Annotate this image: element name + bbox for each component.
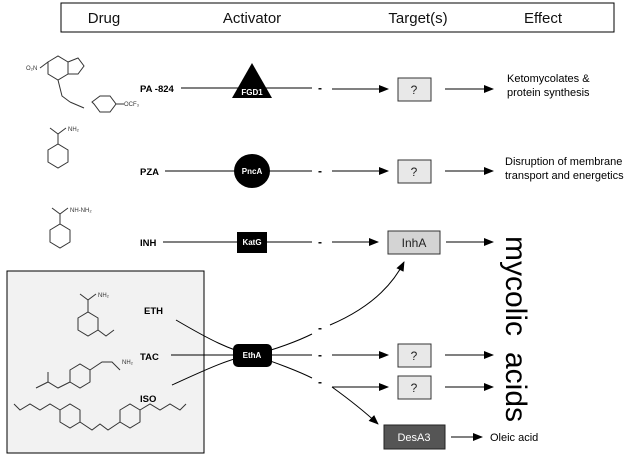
tac-structure: NH₂ [35,360,134,389]
pza-target-label: ? [411,165,418,179]
fgd1-activator-shape [232,63,272,98]
mycolic-label-line1: mycolic [499,236,532,336]
pa824-dash: - [318,81,322,95]
etha-target-box-2 [397,375,432,400]
pza-effect-line2: transport and energetics [505,170,624,182]
pnca-activator-shape [234,154,270,188]
pza-nh2-label: NH₂ [68,127,80,133]
drug-label-pza: PZA [140,167,159,178]
etha-target-box-1 [397,343,432,368]
pa824-target-box [397,77,432,102]
inh-dash: - [318,235,322,249]
eth-nh2-label: NH₂ [98,293,110,299]
etha-dash-middle: - [318,348,322,362]
desa3-label: DesA3 [397,432,430,444]
pza-effect-line1: Disruption of membrane [505,156,622,168]
drug-label-eth: ETH [144,306,163,317]
etha-dash-lower: - [318,375,322,389]
pa824-effect-line1: Ketomycolates & [507,73,590,85]
drug-label-pa824: PA -824 [140,84,175,95]
etha-target-label-1: ? [411,349,418,363]
oleic-acid-label: Oleic acid [490,432,538,444]
mycolic-label-line2: acids [499,352,532,422]
eth-structure: NH₂ [77,293,115,337]
etha-activator-shape [233,344,272,367]
inh-nhnh2-label: NH-NH₂ [70,208,92,214]
header-drug: Drug [88,10,121,27]
inha-target-box [387,230,441,255]
drug-label-inh: INH [140,238,157,249]
pnca-label: PncA [242,167,263,176]
etha-arrow-to-desa3 [331,386,379,425]
etha-arrow-to-inha [329,261,405,326]
header-effect: Effect [524,10,563,27]
etha-dash-upper: - [318,321,322,335]
pa824-structure: O₂N OCF₃ [26,55,140,113]
pza-target-box [397,159,432,184]
inh-structure: NH-NH₂ [49,207,92,249]
katg-activator-shape [237,232,267,253]
pza-structure: NH₂ [47,127,80,169]
etha-target-label-2: ? [411,381,418,395]
tac-nh2-label: NH₂ [122,360,134,366]
pa824-target-label: ? [411,83,418,97]
katg-label: KatG [242,238,261,247]
fgd1-label: FGD1 [241,88,263,97]
drug-label-iso: ISO [140,394,156,405]
inha-target-label: InhA [402,236,427,250]
drug-label-tac: TAC [140,352,159,363]
pa824-no2-label: O₂N [26,66,37,72]
header-box [60,2,615,33]
iso-structure [13,403,187,431]
pa824-ocf3-label: OCF₃ [124,102,140,108]
etha-label: EthA [243,351,262,360]
desa3-target-box [383,424,446,450]
pa824-effect-line2: protein synthesis [507,87,590,99]
mycolic-acids-label: mycolic acids [499,236,532,422]
header-activator: Activator [223,10,281,27]
header-targets: Target(s) [388,10,447,27]
pza-dash: - [318,164,322,178]
